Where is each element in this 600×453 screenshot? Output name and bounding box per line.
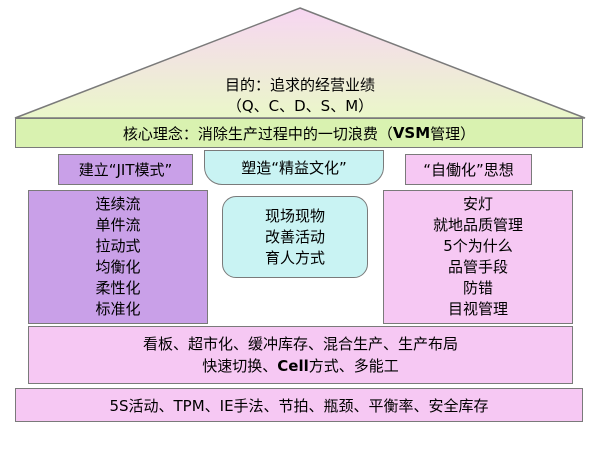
right-pillar-item: 安灯 bbox=[462, 195, 493, 213]
right-pillar-item: 目视管理 bbox=[447, 300, 508, 318]
left-pillar-item: 标准化 bbox=[95, 300, 141, 318]
base-methods-block: 看板、超市化、缓冲库存、混合生产、生产布局 快速切换、Cell方式、多能工 bbox=[28, 326, 573, 384]
base-line2-cell: Cell bbox=[277, 357, 309, 375]
left-pillar: 连续流 单件流 拉动式 均衡化 柔性化 标准化 bbox=[28, 190, 208, 324]
left-pillar-title: 建立“JIT模式” bbox=[58, 154, 193, 185]
base-line2-suffix: 方式、多能工 bbox=[308, 357, 399, 375]
center-culture-title: 塑造“精益文化” bbox=[204, 150, 384, 185]
left-pillar-item: 柔性化 bbox=[95, 279, 141, 297]
left-pillar-item: 单件流 bbox=[95, 216, 141, 234]
right-pillar-item: 就地品质管理 bbox=[432, 216, 523, 234]
foundation-bar: 5S活动、TPM、IE手法、节拍、瓶颈、平衡率、安全库存 bbox=[15, 388, 583, 422]
right-pillar-title: “自働化”思想 bbox=[405, 154, 532, 185]
base-methods-line2: 快速切换、Cell方式、多能工 bbox=[202, 355, 399, 377]
left-pillar-item: 均衡化 bbox=[95, 258, 141, 276]
right-pillar: 安灯 就地品质管理 5个为什么 品管手段 防错 目视管理 bbox=[383, 190, 573, 324]
left-pillar-item: 连续流 bbox=[95, 195, 141, 213]
right-pillar-item: 品管手段 bbox=[447, 258, 508, 276]
roof-qcdsm-line: （Q、C、D、S、M） bbox=[226, 97, 374, 115]
right-pillar-item: 5个为什么 bbox=[443, 237, 513, 255]
center-item: 改善活动 bbox=[264, 227, 325, 246]
center-culture-box: 现场现物 改善活动 育人方式 bbox=[222, 196, 368, 278]
center-item: 育人方式 bbox=[264, 248, 325, 267]
base-line2-prefix: 快速切换、 bbox=[202, 357, 278, 375]
right-pillar-item: 防错 bbox=[462, 279, 493, 297]
roof-goal-line: 目的：追求的经营业绩 bbox=[224, 76, 375, 94]
core-concept-suffix: 管理） bbox=[430, 124, 476, 143]
left-pillar-item: 拉动式 bbox=[95, 237, 141, 255]
core-concept-prefix: 核心理念：消除生产过程中的一切浪费（ bbox=[122, 124, 393, 143]
base-methods-line1: 看板、超市化、缓冲库存、混合生产、生产布局 bbox=[142, 335, 458, 353]
center-item: 现场现物 bbox=[264, 206, 325, 225]
core-concept-vsm: VSM bbox=[392, 124, 431, 142]
